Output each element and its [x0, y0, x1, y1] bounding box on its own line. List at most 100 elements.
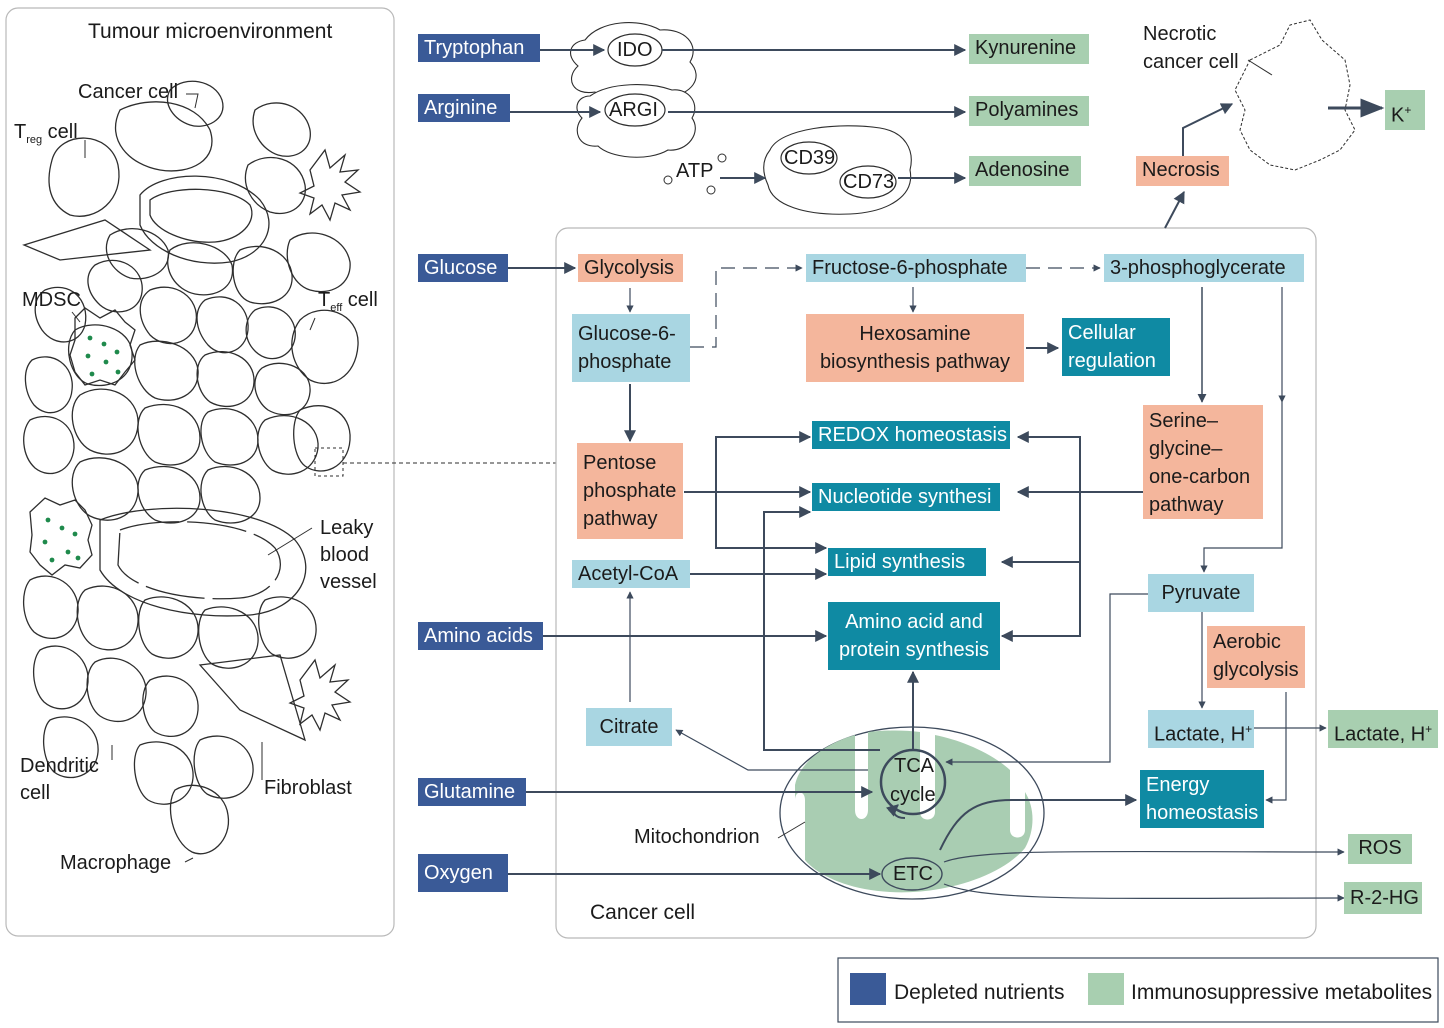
- cellular-line-2: regulation: [1068, 350, 1156, 372]
- cancer-cell-panel-label: Cancer cell: [590, 901, 696, 924]
- acetyl-coa-box: Acetyl-CoA: [572, 560, 690, 588]
- polyamines-box: Polyamines: [969, 96, 1089, 126]
- pyruvate-box: Pyruvate: [1148, 574, 1254, 612]
- pentose-line-2: phosphate: [583, 480, 677, 502]
- teff-rest: cell: [342, 289, 378, 311]
- energy-box: Energy homeostasis: [1140, 770, 1264, 828]
- etc-ellipse: [881, 857, 943, 891]
- glutamine-box: Glutamine: [418, 778, 526, 806]
- dendritic-label-1: Dendritic: [20, 755, 99, 777]
- arg1-label: ARGI: [609, 99, 658, 121]
- amino-line-1: Amino acid and: [845, 611, 983, 633]
- necrotic-label-1: Necrotic: [1143, 23, 1217, 45]
- g6p-line-1: Glucose-6-: [578, 323, 676, 345]
- arg1-enzyme: [604, 93, 666, 127]
- zoom-box: [314, 447, 344, 477]
- macrophage-label: Macrophage: [60, 852, 172, 874]
- mito-leader: [777, 821, 806, 839]
- teff-t: T: [318, 289, 331, 311]
- cell-cluster: [22, 80, 362, 855]
- leaky-label-2: blood: [320, 544, 369, 566]
- serine-line-2: glycine–: [1149, 438, 1223, 460]
- pentose-line-3: pathway: [583, 508, 658, 530]
- cancer-cell-label: Cancer cell: [78, 81, 179, 103]
- energy-line-1: Energy: [1146, 774, 1210, 796]
- nucleotide-box: Nucleotide synthesi: [812, 483, 1000, 511]
- hexosamine-line-2: biosynthesis pathway: [819, 351, 1011, 373]
- dendritic-label-2: cell: [20, 782, 51, 804]
- ros-box: ROS: [1348, 834, 1412, 864]
- k-plus-box: K+: [1385, 90, 1425, 130]
- r2hg-box: R-2-HG: [1344, 882, 1422, 914]
- mdsc-label: MDSC: [22, 289, 81, 311]
- microenvironment-panel: [5, 7, 395, 937]
- tryptophan-box: Tryptophan: [418, 34, 540, 62]
- cd73-enzyme: [839, 165, 897, 199]
- cd39-label: CD39: [784, 147, 836, 169]
- ido-label: IDO: [617, 39, 653, 61]
- leaky-label-1: Leaky: [320, 517, 374, 539]
- serine-line-1: Serine–: [1149, 410, 1218, 432]
- treg-label: Treg cell: [14, 118, 78, 154]
- energy-line-2: homeostasis: [1146, 802, 1259, 824]
- glycolysis-box: Glycolysis: [578, 254, 683, 282]
- treg-rest: cell: [42, 121, 78, 143]
- pg3-box: 3-phosphoglycerate: [1104, 254, 1304, 282]
- amino-line-2: protein synthesis: [838, 639, 990, 661]
- etc-label: ETC: [893, 863, 933, 885]
- lactate-in-sup: +: [1245, 722, 1253, 736]
- teff-label: Teff cell: [318, 286, 378, 322]
- mdsc-granules: [42, 335, 121, 563]
- arrows: [508, 44, 1385, 902]
- lactate-in-text: Lactate, H: [1154, 723, 1246, 746]
- cd39-enzyme: [780, 141, 838, 175]
- lactate-in-box: Lactate, H+: [1148, 710, 1254, 748]
- fibroblast-label: Fibroblast: [264, 777, 352, 799]
- mitochondrion-cristae: [795, 730, 1033, 893]
- cd73-label: CD73: [843, 171, 895, 193]
- cellular-regulation-box: Cellular regulation: [1062, 318, 1170, 376]
- legend-immunosuppressive: Immunosuppressive metabolites: [1131, 981, 1433, 1004]
- tca-label-2: cycle: [890, 784, 936, 806]
- arginine-box: Arginine: [418, 94, 510, 122]
- serine-line-3: one-carbon: [1149, 466, 1251, 488]
- amino-synthesis-box: Amino acid and protein synthesis: [828, 602, 1000, 670]
- amino-acids-box: Amino acids: [418, 622, 543, 650]
- lactate-out-sup: +: [1425, 722, 1433, 736]
- g6p-box: Glucose-6- phosphate: [572, 314, 690, 382]
- necrotic-label-2: cancer cell: [1143, 51, 1239, 73]
- aerobic-line-1: Aerobic: [1213, 631, 1281, 653]
- mitochondrion-label: Mitochondrion: [634, 826, 760, 848]
- microenvironment-title: Tumour microenvironment: [88, 20, 333, 43]
- kynurenine-box: Kynurenine: [969, 34, 1089, 64]
- teff-sub: eff: [330, 302, 343, 314]
- pentose-line-1: Pentose: [583, 452, 657, 474]
- treg-sub: reg: [26, 134, 43, 146]
- aerobic-box: Aerobic glycolysis: [1207, 626, 1305, 688]
- lipid-box: Lipid synthesis: [828, 548, 986, 576]
- necrosis-box: Necrosis: [1136, 156, 1229, 186]
- legend-depleted: Depleted nutrients: [894, 981, 1065, 1004]
- serine-box: Serine– glycine– one-carbon pathway: [1143, 405, 1263, 519]
- adenosine-box: Adenosine: [969, 156, 1081, 186]
- aerobic-line-2: glycolysis: [1213, 659, 1299, 681]
- redox-box: REDOX homeostasis: [812, 421, 1010, 449]
- label-leaders: [71, 93, 316, 863]
- tca-label-1: TCA: [894, 755, 934, 777]
- legend-swatch-depleted: [850, 973, 886, 1005]
- atp-bubbles: [663, 153, 727, 195]
- hexosamine-box: Hexosamine biosynthesis pathway: [806, 314, 1024, 382]
- g6p-line-2: phosphate: [578, 351, 672, 373]
- serine-line-4: pathway: [1149, 494, 1224, 516]
- cancer-cell-panel: [555, 227, 1317, 939]
- oxygen-box: Oxygen: [418, 854, 508, 892]
- atp-label: ATP: [676, 160, 714, 182]
- k-text: K: [1391, 104, 1405, 127]
- legend-swatch-immunosuppressive: [1088, 973, 1124, 1005]
- necrotic-cell: [1234, 19, 1356, 171]
- leaky-label-3: vessel: [320, 571, 377, 593]
- treg-t: T: [14, 121, 27, 143]
- citrate-box: Citrate: [586, 708, 672, 746]
